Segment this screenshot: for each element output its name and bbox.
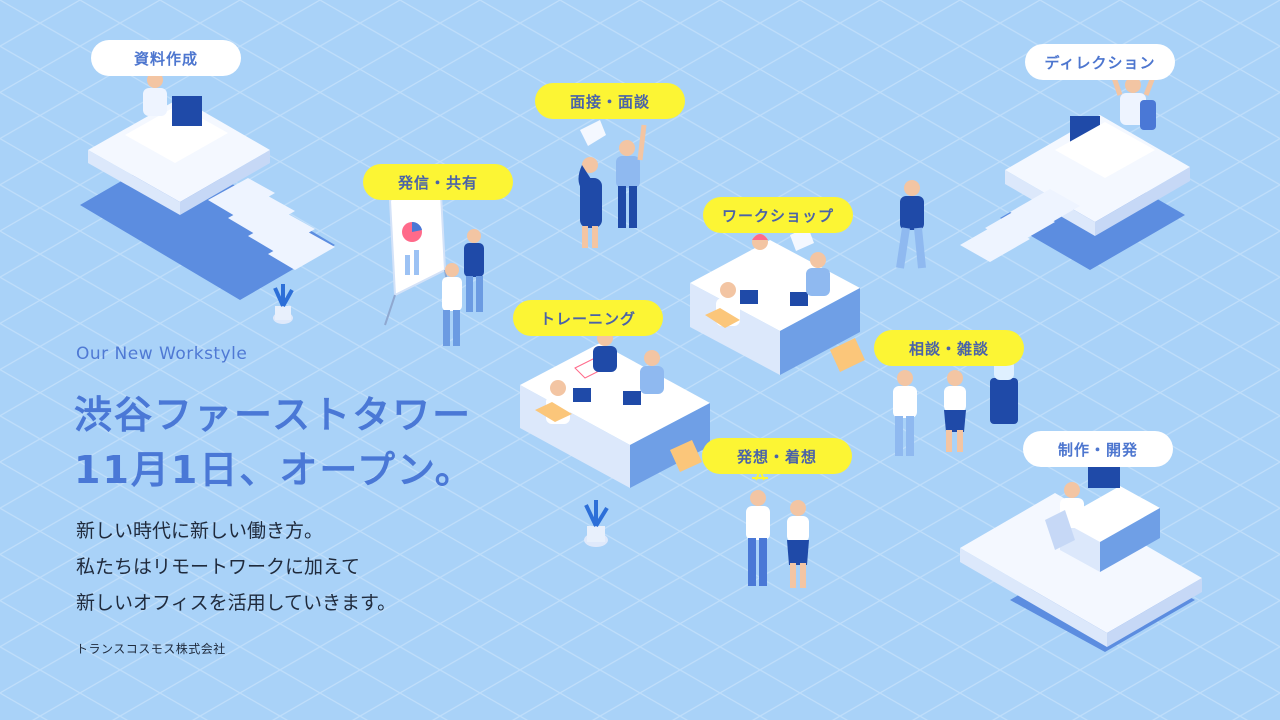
body-line-1: 新しい時代に新しい働き方。 [76, 520, 324, 542]
headline: 渋谷ファーストタワー 11月1日、オープン。 [74, 388, 475, 498]
label-hasshin: 発信・共有 [363, 164, 513, 200]
label-seisaku: 制作・開発 [1023, 431, 1173, 467]
body-line-3: 新しいオフィスを活用していきます。 [76, 592, 397, 614]
interview-scene [578, 120, 647, 248]
platform-direction [960, 71, 1190, 270]
subtitle: Our New Workstyle [76, 344, 248, 364]
label-mensetsu: 面接・面談 [535, 83, 685, 119]
label-direction: ディレクション [1025, 44, 1175, 80]
training-scene [520, 330, 710, 547]
headline-line-2: 11月1日、オープン。 [74, 448, 475, 492]
presentation-scene [384, 173, 484, 346]
label-workshop: ワークショップ [703, 197, 853, 233]
body-line-2: 私たちはリモートワークに加えて [76, 556, 361, 578]
body-copy: 新しい時代に新しい働き方。 私たちはリモートワークに加えて 新しいオフィスを活用… [76, 513, 396, 621]
headline-line-1: 渋谷ファーストタワー [74, 393, 473, 437]
label-training: トレーニング [513, 300, 663, 336]
walking-person [896, 180, 926, 269]
label-hassou: 発想・着想 [702, 438, 852, 474]
platform-seisaku [960, 460, 1202, 652]
workshop-scene [690, 227, 865, 375]
label-shiryo: 資料作成 [91, 40, 241, 76]
company-name: トランスコスモス株式会社 [76, 642, 226, 656]
label-soudan: 相談・雑談 [874, 330, 1024, 366]
ideation-scene [746, 469, 809, 588]
platform-shiryo [80, 72, 335, 324]
